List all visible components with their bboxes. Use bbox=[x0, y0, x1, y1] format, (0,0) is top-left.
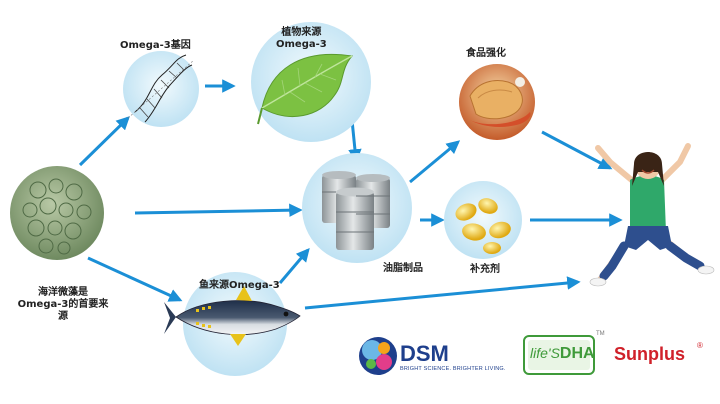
plant-label: 植物来源 Omega-3 bbox=[276, 27, 327, 51]
dsm-logo-tagline: BRIGHT SCIENCE. BRIGHTER LIVING. bbox=[400, 366, 506, 372]
algae-label: 海洋微藻是 Omega-3的首要来 源 bbox=[8, 287, 118, 323]
oil-barrels-image bbox=[302, 153, 412, 263]
oil-label: 油脂制品 bbox=[383, 263, 423, 274]
plant-label-line1: 植物来源 bbox=[281, 27, 322, 38]
gene-label: Omega-3基因 bbox=[120, 40, 191, 51]
plant-label-line2: Omega-3 bbox=[276, 39, 327, 50]
lifes-dha-logo: life'SDHA bbox=[530, 345, 595, 363]
sunplus-logo-name: Sunplus bbox=[614, 344, 685, 364]
arrow-food-to-child bbox=[541, 130, 613, 170]
dsm-logo-name: DSM bbox=[400, 341, 449, 366]
fish-tuna-image bbox=[164, 272, 301, 376]
dsm-logo: DSM BRIGHT SCIENCE. BRIGHTER LIVING. bbox=[400, 341, 506, 373]
dsm-logo-icon bbox=[359, 337, 397, 375]
food-label: 食品强化 bbox=[466, 48, 506, 59]
arrow-oil-to-food bbox=[409, 140, 461, 184]
supplement-capsules-image bbox=[444, 181, 522, 259]
gene-dna-image bbox=[123, 51, 199, 127]
arrow-fish-to-oil bbox=[278, 247, 310, 284]
arrow-algae-to-gene bbox=[78, 116, 130, 167]
sunplus-logo: Sunplus bbox=[614, 344, 685, 365]
lifes-dha-logo-badge bbox=[523, 335, 595, 375]
arrow-fish-to-child bbox=[304, 276, 581, 310]
arrow-algae-to-fish bbox=[87, 256, 183, 302]
supplement-label: 补充剂 bbox=[470, 264, 500, 275]
fish-label: 鱼来源Omega-3 bbox=[199, 280, 280, 291]
algae-label-line1: 海洋微藻是 bbox=[38, 287, 88, 298]
lifes-dha-suffix: DHA bbox=[559, 345, 595, 362]
sunplus-reg: ® bbox=[697, 341, 703, 350]
algae-label-line2: Omega-3的首要来 bbox=[17, 299, 109, 310]
jumping-child-image bbox=[589, 143, 715, 287]
arrow-algae-to-oil bbox=[134, 203, 303, 217]
algae-image bbox=[10, 166, 104, 260]
algae-label-line3: 源 bbox=[58, 311, 68, 322]
plant-leaf-image bbox=[251, 22, 371, 142]
lifes-dha-tm: TM bbox=[596, 331, 605, 337]
food-fortification-image bbox=[459, 64, 535, 140]
lifes-dha-prefix: life'S bbox=[530, 345, 560, 361]
